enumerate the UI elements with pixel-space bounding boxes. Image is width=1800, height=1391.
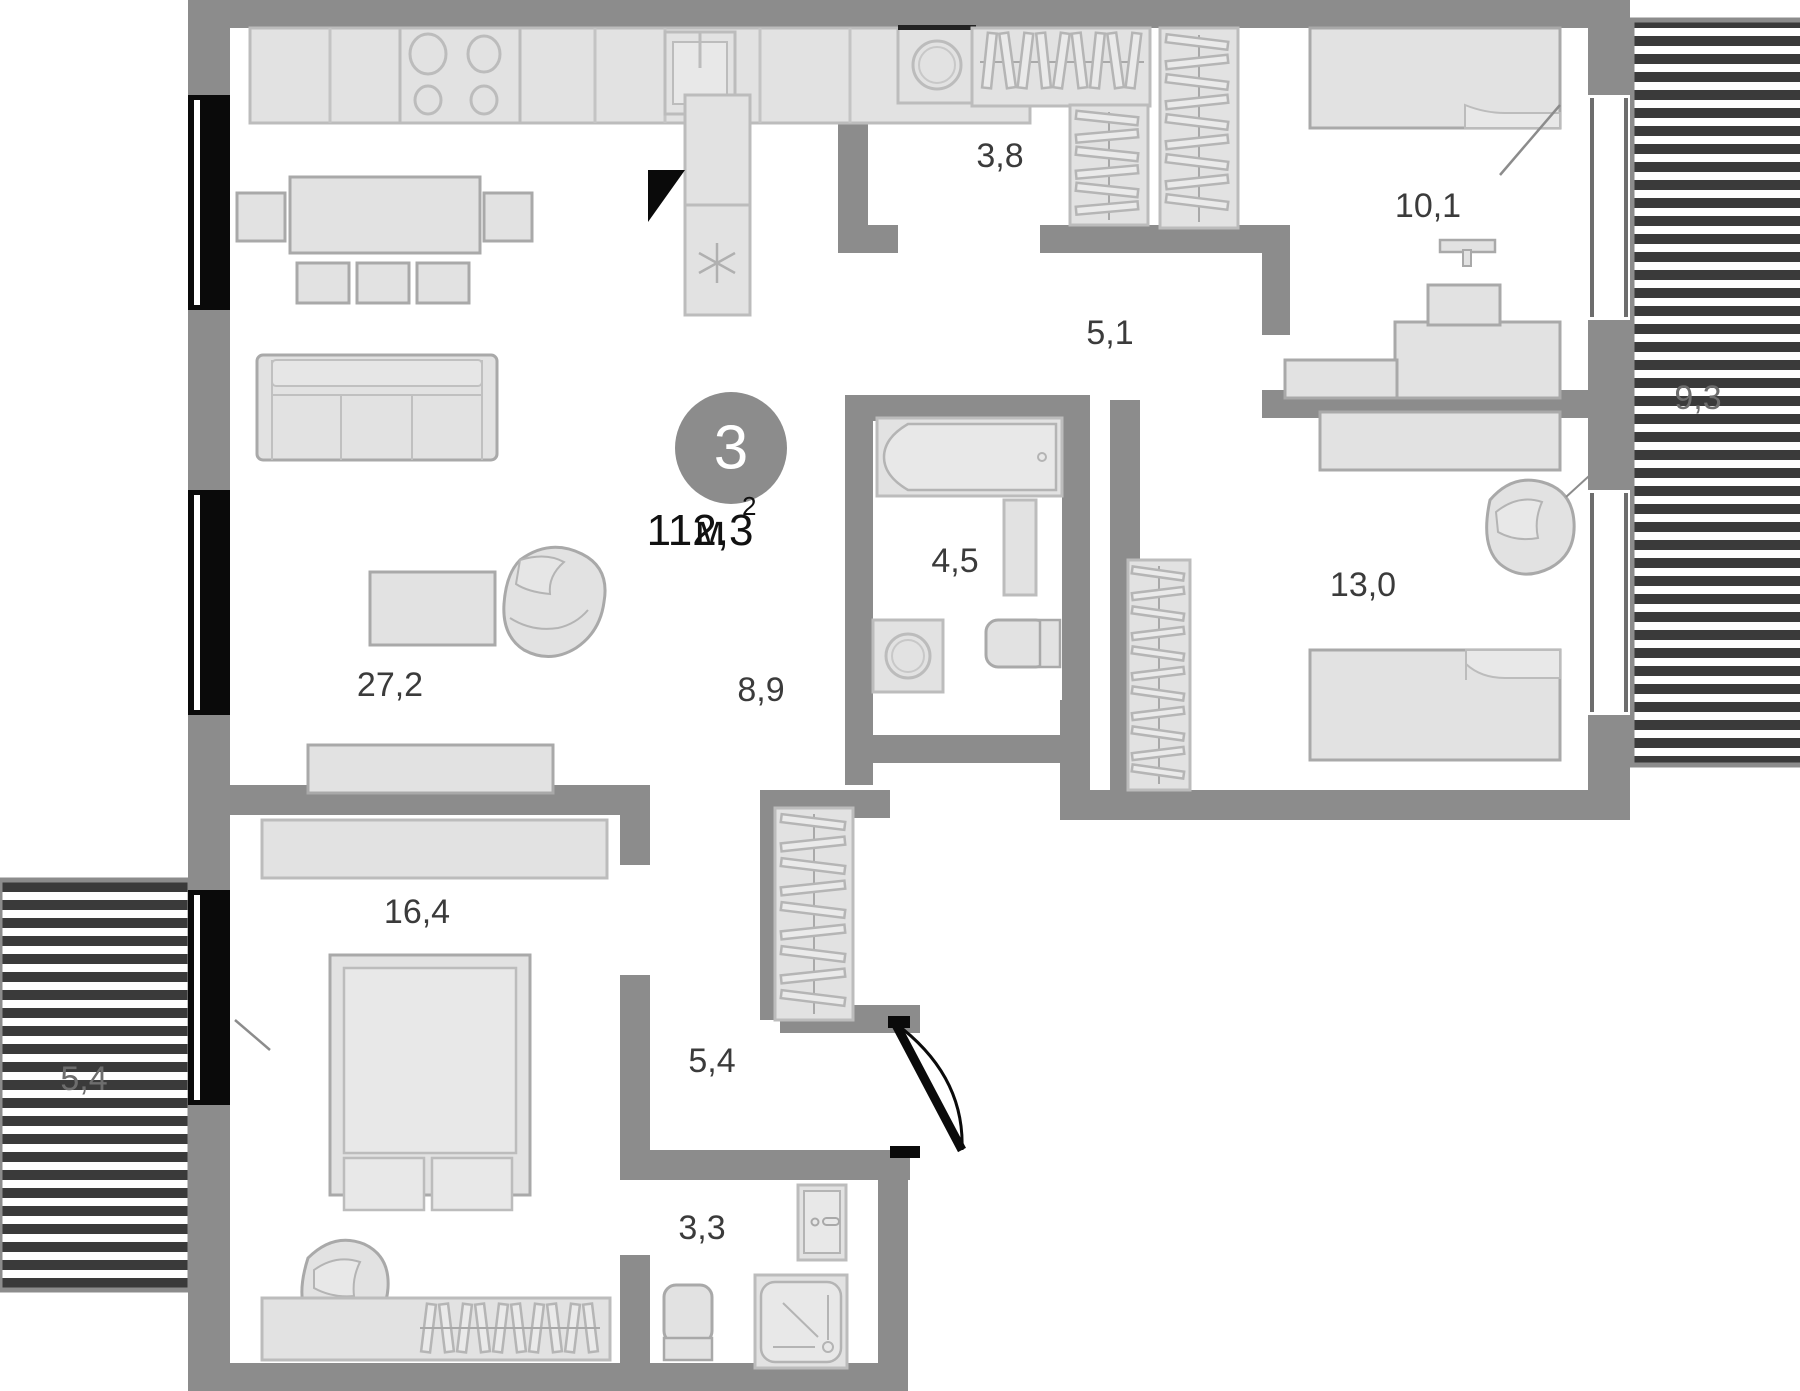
balcony-left-area: 5,4 — [60, 1060, 107, 1098]
total-area-unit-superscript: 2 — [742, 491, 756, 521]
balcony-right: 9,3 — [1629, 17, 1800, 768]
tv-console — [306, 743, 555, 795]
svg-text:м: м — [695, 506, 725, 555]
toilet-second — [662, 1283, 714, 1362]
windows-left — [188, 95, 230, 1105]
bath-partition — [1002, 498, 1038, 597]
dresser-bottom-left — [260, 1296, 612, 1362]
door-swing-bedroom-left — [234, 1019, 271, 1051]
desk-lamp — [1438, 238, 1497, 267]
armchair-right — [1485, 465, 1601, 576]
bed-top-right — [1308, 26, 1562, 130]
wardrobe-bottom-left — [260, 818, 609, 880]
kitchen-door-swing — [648, 170, 685, 222]
room-label-bathroom-main: 4,5 — [931, 542, 978, 580]
bed-bottom-left — [328, 953, 532, 1212]
balcony-right-area: 9,3 — [1674, 379, 1721, 417]
total-area-value: 112,3 — [647, 506, 754, 555]
room-label-living-kitchen: 27,2 — [357, 666, 423, 704]
svg-text:112,3: 112,3 — [647, 506, 754, 555]
refrigerator — [683, 203, 752, 317]
kitchen-counter — [248, 26, 1032, 317]
washing-machine-storage — [896, 25, 978, 105]
dining-table — [235, 175, 534, 305]
washing-machine-bath — [871, 618, 945, 694]
coffee-table — [368, 570, 497, 647]
desk-right — [1283, 238, 1562, 472]
wardrobe-rod-2 — [1068, 103, 1150, 227]
rooms-badge: 3 112,3 м 2 — [647, 392, 787, 555]
balcony-left: 5,4 — [0, 877, 193, 1293]
room-label-bedroom-top-right: 10,1 — [1395, 187, 1461, 225]
toilet-main — [984, 618, 1062, 669]
bathtub — [875, 416, 1064, 498]
entrance-door-swing[interactable] — [888, 1016, 966, 1158]
wardrobe-rod-3 — [1158, 26, 1240, 230]
room-label-bedroom-bottom-left: 16,4 — [384, 893, 450, 931]
door-swing-top-right — [1499, 104, 1561, 176]
room-labels: 27,2 3,8 10,1 5,1 4,5 13,0 8,9 16,4 5,4 … — [357, 137, 1461, 1247]
room-label-bedroom-right: 13,0 — [1330, 566, 1396, 604]
sofa-three-seat — [255, 353, 499, 462]
vanity-mirror — [796, 1183, 848, 1262]
room-label-storage-wardrobe: 3,8 — [976, 137, 1023, 175]
room-label-corridor-upper: 5,1 — [1086, 314, 1133, 352]
wardrobe-rod-1 — [970, 26, 1152, 108]
windows-right — [1588, 95, 1630, 715]
rooms-badge-circle — [675, 392, 787, 504]
bed-right — [1308, 648, 1562, 762]
hall-wardrobe — [773, 806, 855, 1022]
snowflake-icon — [698, 243, 736, 283]
room-label-entry-hall: 5,4 — [688, 1042, 735, 1080]
stove-cooktop — [398, 26, 522, 125]
room-label-hall-central: 8,9 — [737, 671, 784, 709]
total-area-unit: м — [695, 506, 725, 555]
armchair-living — [502, 545, 607, 658]
room-label-bathroom-second: 3,3 — [678, 1209, 725, 1247]
rooms-count: 3 — [714, 413, 748, 482]
wardrobe-right-corridor — [1126, 558, 1192, 792]
shower-cabin — [753, 1273, 849, 1370]
